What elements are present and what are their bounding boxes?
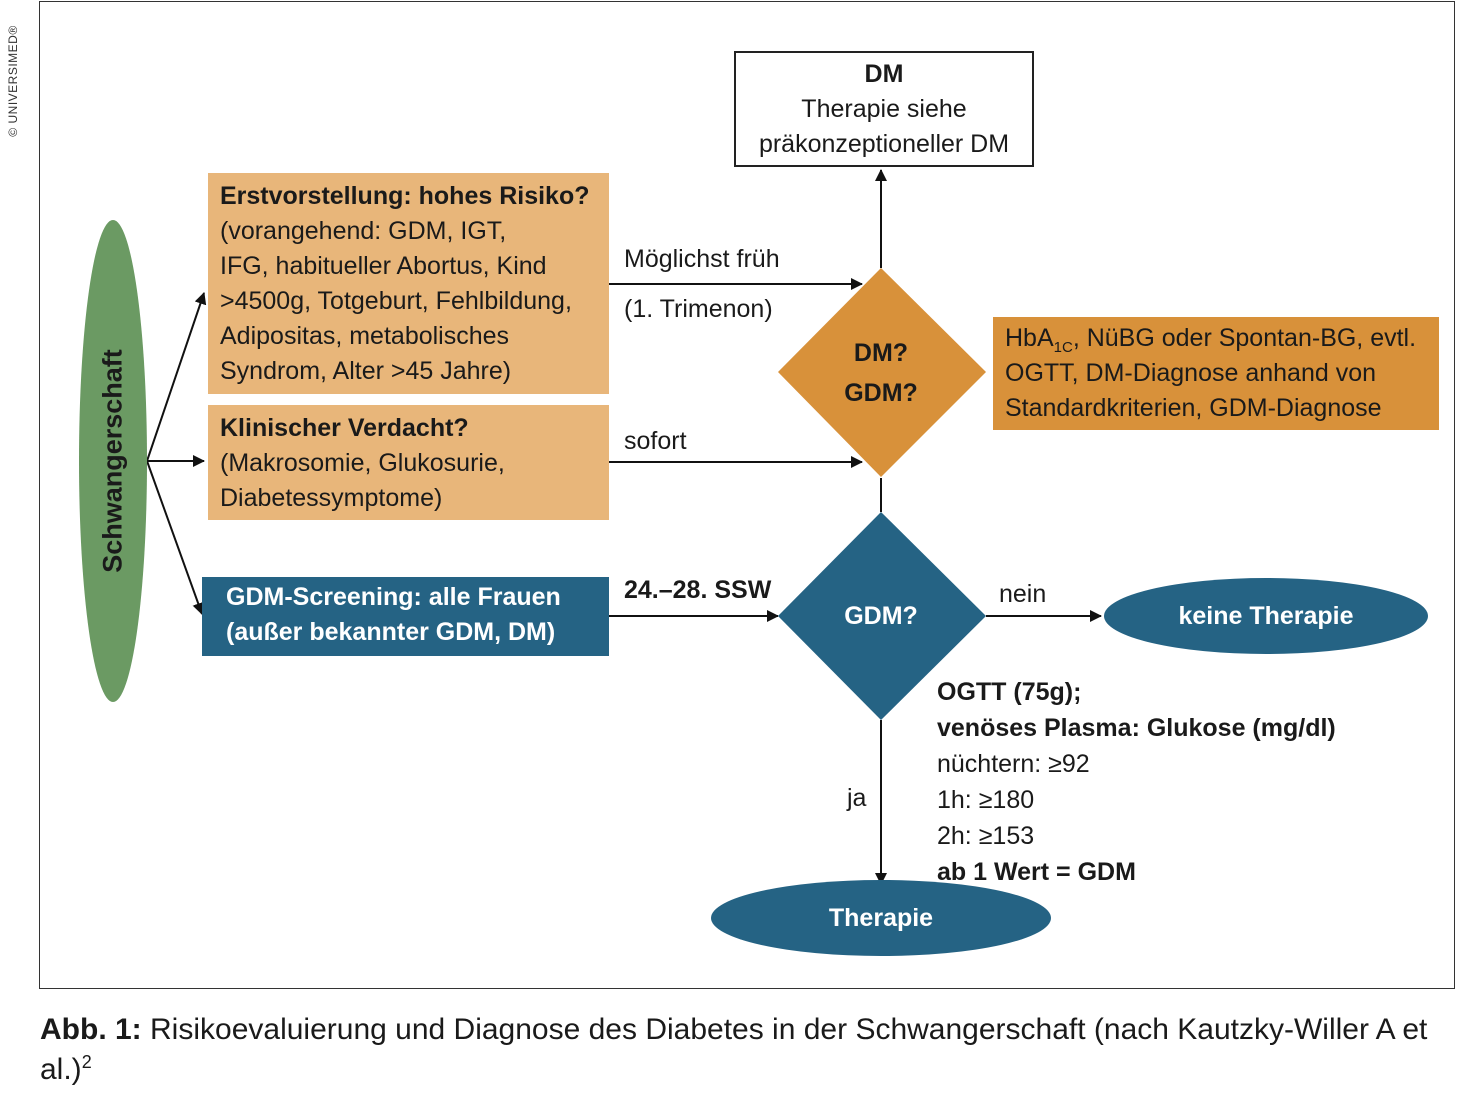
hba-line3: Standardkriterien, GDM-Diagnose xyxy=(1005,394,1382,422)
hba-post: , NüBG oder Spontan-BG, evtl. xyxy=(1072,324,1417,352)
hba-pre: HbA xyxy=(1005,324,1054,352)
keine-therapie-ellipse xyxy=(1104,578,1428,654)
erstvorstellung-box: Erstvorstellung: hohes Risiko? (vorangeh… xyxy=(208,173,609,394)
erstvorstellung-line: Adipositas, metabolisches xyxy=(220,322,510,350)
screening-line: GDM-Screening: alle Frauen xyxy=(226,583,561,611)
klinisch-line: Diabetessymptome) xyxy=(220,484,443,512)
keine-therapie-node: keine Therapie xyxy=(1178,601,1354,630)
gdm-diamond: GDM? xyxy=(844,601,918,630)
ogtt-value: nüchtern: ≥92 xyxy=(937,750,1090,778)
erstvorstellung-line: IFG, habitueller Abortus, Kind xyxy=(220,252,547,280)
ogtt-criteria: OGTT (75g); venöses Plasma: Glukose (mg/… xyxy=(937,674,1417,890)
ogtt-subtitle: venöses Plasma: Glukose (mg/dl) xyxy=(937,714,1336,742)
ogtt-conclusion: ab 1 Wert = GDM xyxy=(937,858,1136,886)
dm-line: Therapie siehe xyxy=(801,95,967,123)
diagram-frame xyxy=(39,1,1455,989)
erstvorstellung-title: Erstvorstellung: hohes Risiko? xyxy=(220,182,590,210)
connectors xyxy=(79,169,1428,956)
screening-box: GDM-Screening: alle Frauen (außer bekann… xyxy=(202,577,609,656)
arrow-to-erstvorstellung xyxy=(146,292,207,462)
label-trimenon: (1. Trimenon) xyxy=(624,295,773,323)
label-ja: ja xyxy=(847,784,867,812)
erstvorstellung-line: (vorangehend: GDM, IGT, xyxy=(220,217,507,245)
schwangerschaft-ellipse xyxy=(79,220,147,702)
label-ssw: 24.–28. SSW xyxy=(624,576,772,604)
screening-line: (außer bekannter GDM, DM) xyxy=(226,618,556,646)
therapie-node: Therapie xyxy=(828,903,934,932)
dm-line: präkonzeptioneller DM xyxy=(758,130,1010,158)
arrow-to-screening xyxy=(146,460,204,615)
ogtt-value: 1h: ≥180 xyxy=(937,786,1035,814)
dm-box: DM Therapie siehe präkonzeptioneller DM xyxy=(734,51,1034,167)
klinisch-line: (Makrosomie, Glukosurie, xyxy=(220,449,505,477)
dm-title: DM xyxy=(864,60,904,88)
ogtt-value: 2h: ≥153 xyxy=(937,822,1035,850)
dm-gdm-diamond: DM? GDM? xyxy=(800,330,962,416)
dm-gdm-diamond-shape xyxy=(778,268,986,477)
erstvorstellung-line: >4500g, Totgeburt, Fehlbildung, xyxy=(220,287,572,315)
hba-sub: 1C xyxy=(1053,339,1073,356)
caption-label: Abb. 1: xyxy=(40,1013,142,1046)
hba-line2: OGTT, DM-Diagnose anhand von xyxy=(1005,359,1377,387)
caption-ref: 2 xyxy=(81,1052,92,1072)
gdm-diamond-shape xyxy=(778,512,986,720)
ogtt-title: OGTT (75g); xyxy=(937,678,1082,706)
hba-box: HbA1C, NüBG oder Spontan-BG, evtl. OGTT,… xyxy=(993,317,1439,430)
klinisch-box: Klinischer Verdacht? (Makrosomie, Glukos… xyxy=(208,405,609,520)
therapie-ellipse xyxy=(711,880,1051,956)
schwangerschaft-node: Schwangerschaft xyxy=(79,220,147,702)
dm-gdm-line1: DM? xyxy=(853,339,909,367)
label-sofort: sofort xyxy=(624,427,687,455)
dm-gdm-line2: GDM? xyxy=(844,379,918,407)
klinisch-title: Klinischer Verdacht? xyxy=(220,414,469,442)
caption-text: Risikoevaluierung und Diagnose des Diabe… xyxy=(40,1013,1428,1086)
label-nein: nein xyxy=(999,580,1047,608)
figure-caption: Abb. 1: Risikoevaluierung und Diagnose d… xyxy=(40,1010,1440,1090)
label-moeglichst-frueh: Möglichst früh xyxy=(624,245,780,273)
hba-line1: HbA1C, NüBG oder Spontan-BG, evtl. xyxy=(1005,321,1439,356)
schwangerschaft-label: Schwangerschaft xyxy=(97,349,128,573)
erstvorstellung-line: Syndrom, Alter >45 Jahre) xyxy=(220,357,512,385)
